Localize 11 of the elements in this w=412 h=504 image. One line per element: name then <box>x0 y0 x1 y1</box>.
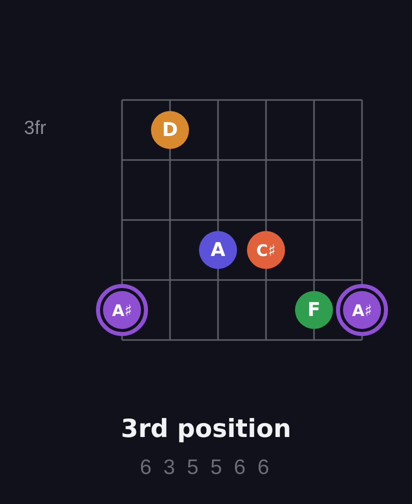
position-title: 3rd position <box>120 414 292 443</box>
fret-number: 3fr <box>24 118 46 139</box>
note-dot: D <box>151 111 189 149</box>
note-dot: A♯ <box>103 291 141 329</box>
root-ring-marker <box>96 284 148 336</box>
note-dot: F <box>295 291 333 329</box>
root-ring-marker <box>336 284 388 336</box>
note-dot: A♯ <box>343 291 381 329</box>
note-dot: A <box>199 231 237 269</box>
fingering-numbers: 6 3 5 5 6 6 <box>140 456 272 479</box>
note-dot: C♯ <box>247 231 285 269</box>
